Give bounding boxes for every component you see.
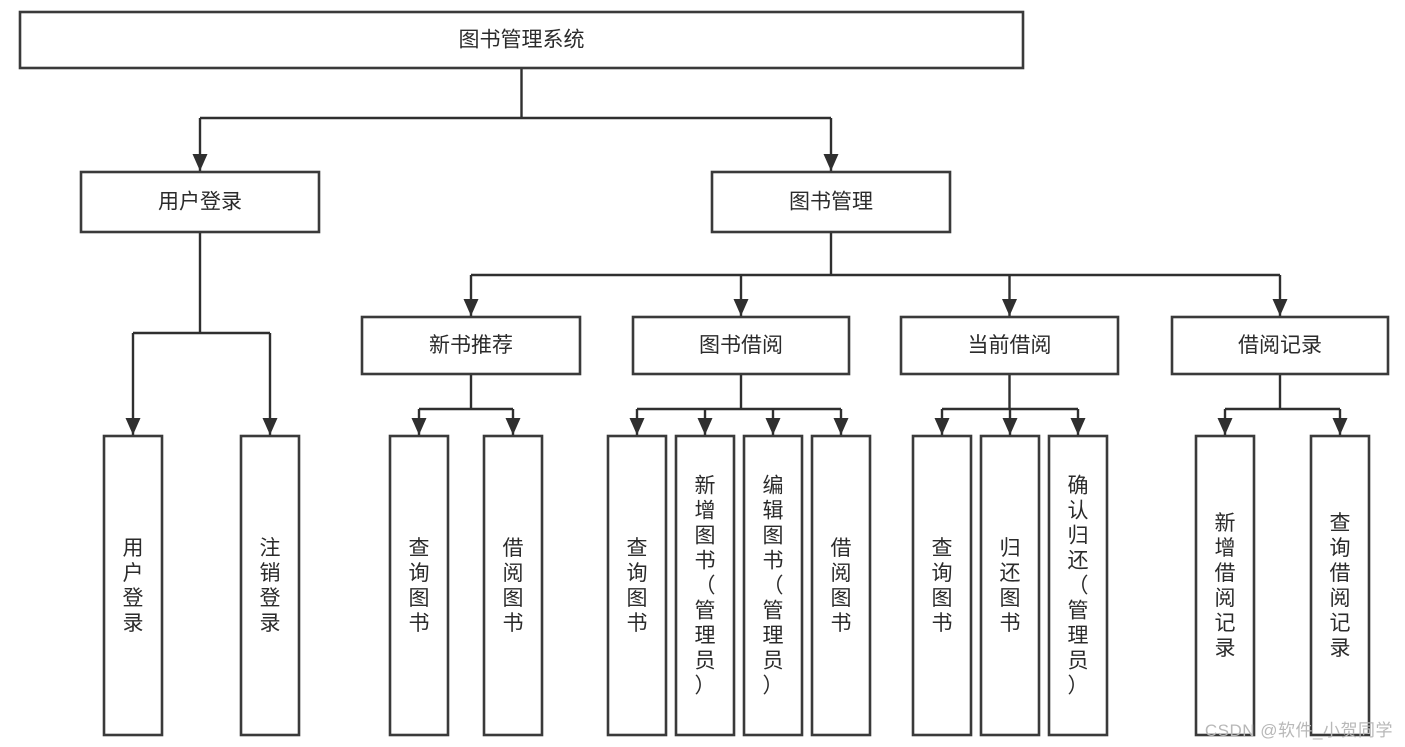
node-new-book-recommend[interactable]: 新书推荐 xyxy=(360,315,582,376)
node-leaf-query-book-borrow[interactable]: 查询图书 xyxy=(606,434,668,737)
node-book-manage[interactable]: 图书管理 xyxy=(710,170,952,234)
node-leaf-borrow-book-rec[interactable]: 借阅图书 xyxy=(482,434,544,737)
arrow-head-icon xyxy=(1272,299,1288,316)
connector-group xyxy=(125,68,1348,435)
node-label-leaf-edit-book: 编辑图书（管理员） xyxy=(763,475,784,698)
node-label-new-book-recommend: 新书推荐 xyxy=(429,334,513,357)
arrow-head-icon xyxy=(125,418,141,435)
node-box-leaf-query-book-cur[interactable] xyxy=(911,434,973,737)
node-leaf-return-book[interactable]: 归还图书 xyxy=(979,434,1041,737)
arrow-head-icon xyxy=(934,418,950,435)
node-leaf-query-book-cur[interactable]: 查询图书 xyxy=(911,434,973,737)
node-box-leaf-add-book[interactable] xyxy=(674,434,736,737)
arrow-head-icon xyxy=(697,418,713,435)
node-label-book-borrow: 图书借阅 xyxy=(699,334,783,357)
node-box-leaf-borrow-book-rec[interactable] xyxy=(482,434,544,737)
node-box-leaf-query-book-borrow[interactable] xyxy=(606,434,668,737)
node-root[interactable]: 图书管理系统 xyxy=(18,10,1025,70)
node-leaf-logout[interactable]: 注销登录 xyxy=(239,434,301,737)
arrow-head-icon xyxy=(833,418,849,435)
node-leaf-query-record[interactable]: 查询借阅记录 xyxy=(1309,434,1371,737)
node-label-leaf-add-book: 新增图书（管理员） xyxy=(695,475,716,698)
node-label-leaf-query-book-cur: 查询图书 xyxy=(932,537,953,635)
node-label-root: 图书管理系统 xyxy=(459,29,585,52)
arrow-head-icon xyxy=(262,418,278,435)
node-box-leaf-query-book-rec[interactable] xyxy=(388,434,450,737)
arrow-head-icon xyxy=(1070,418,1086,435)
node-box-new-book-recommend[interactable] xyxy=(360,315,582,376)
arrow-head-icon xyxy=(411,418,427,435)
arrow-head-icon xyxy=(765,418,781,435)
arrow-head-icon xyxy=(1002,418,1018,435)
node-box-book-borrow[interactable] xyxy=(631,315,851,376)
node-label-leaf-query-book-borrow: 查询图书 xyxy=(627,537,648,635)
arrow-head-icon xyxy=(1002,299,1017,316)
arrow-head-icon xyxy=(1217,418,1233,435)
node-box-current-borrow[interactable] xyxy=(899,315,1120,376)
node-box-leaf-logout[interactable] xyxy=(239,434,301,737)
node-box-leaf-user-login[interactable] xyxy=(102,434,164,737)
node-label-leaf-confirm-return: 确认归还（管理员） xyxy=(1068,475,1089,698)
node-box-leaf-add-record[interactable] xyxy=(1194,434,1256,737)
node-label-borrow-record: 借阅记录 xyxy=(1238,334,1322,357)
node-label-leaf-add-record: 新增借阅记录 xyxy=(1215,512,1236,660)
node-label-current-borrow: 当前借阅 xyxy=(968,334,1052,357)
node-borrow-record[interactable]: 借阅记录 xyxy=(1170,315,1390,376)
node-user-login[interactable]: 用户登录 xyxy=(79,170,321,234)
node-leaf-borrow-book[interactable]: 借阅图书 xyxy=(810,434,872,737)
node-label-leaf-borrow-book-rec: 借阅图书 xyxy=(503,537,524,635)
node-box-leaf-return-book[interactable] xyxy=(979,434,1041,737)
node-box-leaf-borrow-book[interactable] xyxy=(810,434,872,737)
node-box-leaf-query-record[interactable] xyxy=(1309,434,1371,737)
node-leaf-add-record[interactable]: 新增借阅记录 xyxy=(1194,434,1256,737)
node-leaf-edit-book[interactable]: 编辑图书（管理员） xyxy=(742,434,804,737)
node-label-leaf-user-login: 用户登录 xyxy=(123,537,144,635)
arrow-head-icon xyxy=(1332,418,1348,435)
arrow-head-icon xyxy=(463,299,479,316)
node-box-leaf-confirm-return[interactable] xyxy=(1047,434,1109,737)
arrow-head-icon xyxy=(629,418,645,435)
node-leaf-query-book-rec[interactable]: 查询图书 xyxy=(388,434,450,737)
arrow-head-icon xyxy=(505,418,521,435)
node-leaf-confirm-return[interactable]: 确认归还（管理员） xyxy=(1047,434,1109,737)
node-label-leaf-logout: 注销登录 xyxy=(260,537,281,635)
node-group: 图书管理系统用户登录图书管理新书推荐图书借阅当前借阅借阅记录用户登录注销登录查询… xyxy=(18,10,1390,737)
node-label-leaf-query-book-rec: 查询图书 xyxy=(409,537,430,635)
arrow-head-icon xyxy=(823,154,839,171)
node-box-leaf-edit-book[interactable] xyxy=(742,434,804,737)
node-label-user-login: 用户登录 xyxy=(158,191,242,214)
node-label-book-manage: 图书管理 xyxy=(789,191,873,214)
node-label-leaf-query-record: 查询借阅记录 xyxy=(1330,512,1351,660)
node-leaf-add-book[interactable]: 新增图书（管理员） xyxy=(674,434,736,737)
node-book-borrow[interactable]: 图书借阅 xyxy=(631,315,851,376)
node-current-borrow[interactable]: 当前借阅 xyxy=(899,315,1120,376)
node-label-leaf-borrow-book: 借阅图书 xyxy=(831,537,852,635)
csdn-watermark: CSDN @软件_小贺同学 xyxy=(1204,721,1393,740)
node-box-root[interactable] xyxy=(18,10,1025,70)
node-box-book-manage[interactable] xyxy=(710,170,952,234)
node-box-borrow-record[interactable] xyxy=(1170,315,1390,376)
node-box-user-login[interactable] xyxy=(79,170,321,234)
node-label-leaf-return-book: 归还图书 xyxy=(1000,537,1021,635)
arrow-head-icon xyxy=(192,154,208,171)
arrow-head-icon xyxy=(733,299,749,316)
node-leaf-user-login[interactable]: 用户登录 xyxy=(102,434,164,737)
